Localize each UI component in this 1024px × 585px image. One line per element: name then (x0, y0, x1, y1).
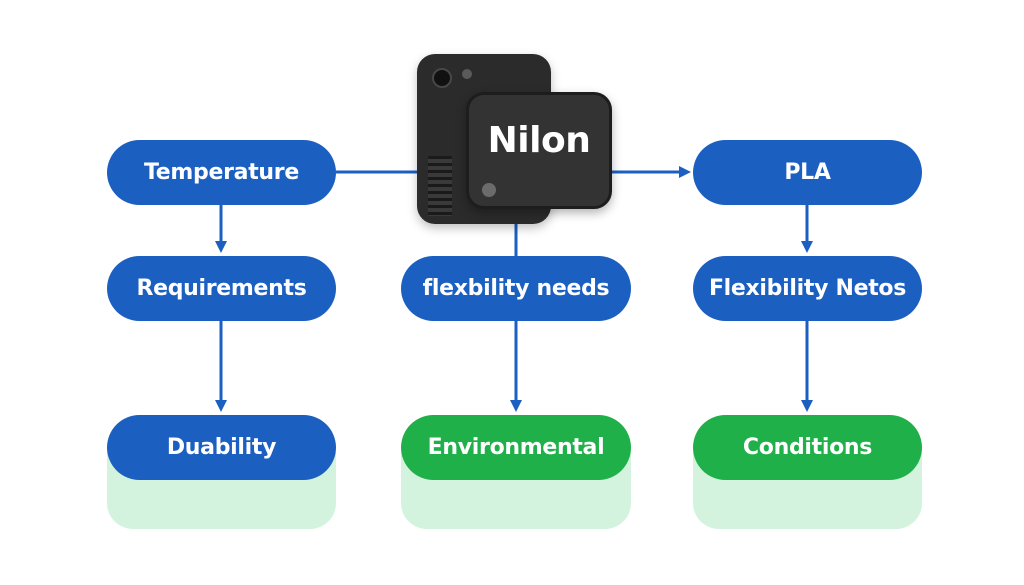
node-conditions: Conditions (693, 415, 922, 480)
node-requirements: Requirements (107, 256, 336, 321)
device-front-panel: Nilon (466, 92, 612, 209)
node-flexibility-needs: flexbility needs (401, 256, 631, 321)
vent-grille-icon (428, 156, 452, 216)
device-label: Nilon (487, 120, 591, 161)
node-pla: PLA (693, 140, 922, 205)
node-flexibility-netos: Flexibility Netos (693, 256, 922, 321)
node-temperature: Temperature (107, 140, 336, 205)
node-environmental: Environmental (401, 415, 631, 480)
camera-sensor-icon (462, 69, 472, 79)
status-led-icon (482, 183, 496, 197)
camera-lens-icon (432, 68, 452, 88)
node-duability: Duability (107, 415, 336, 480)
